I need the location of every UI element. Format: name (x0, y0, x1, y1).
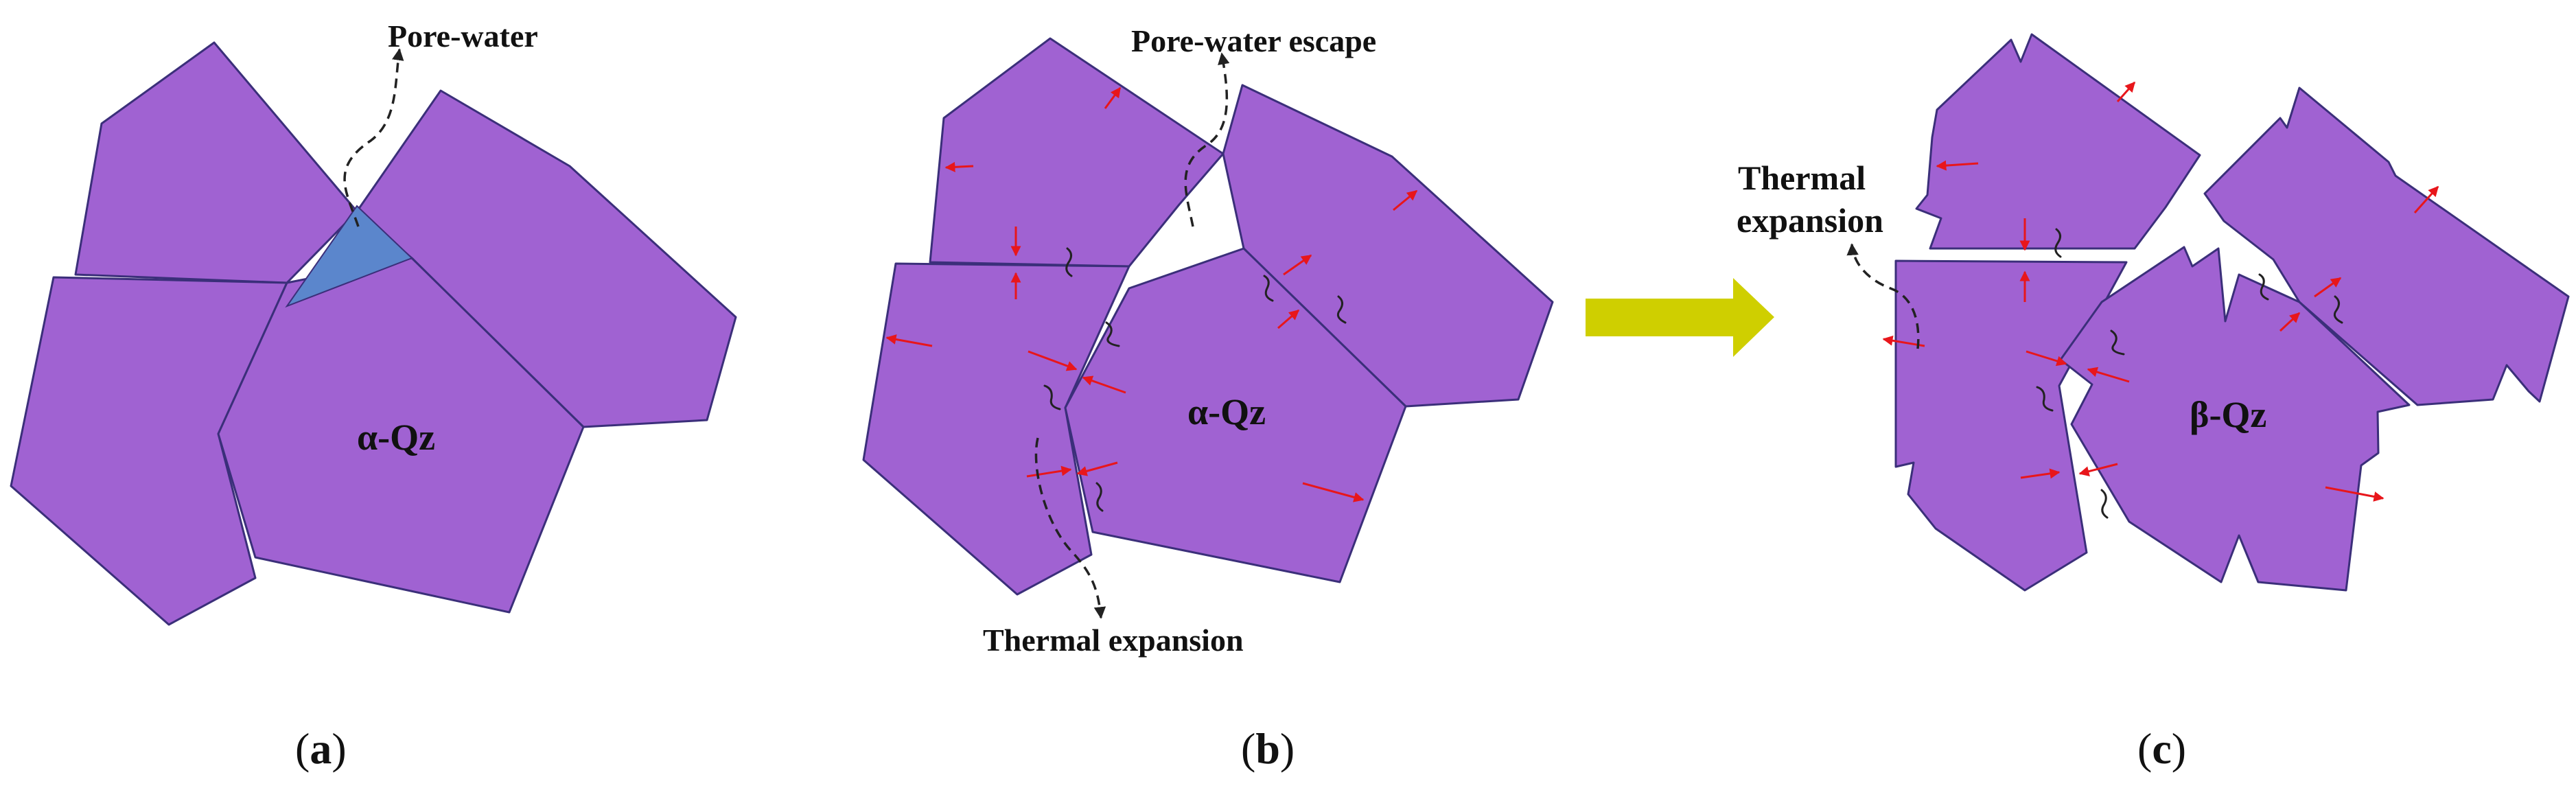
crack-squiggles-b (1043, 247, 1347, 512)
grain-b-top-left (929, 37, 1225, 268)
label-mineral-c: β-Qz (2190, 394, 2266, 435)
caption-c: (c) (2137, 724, 2186, 773)
pore-water-region (285, 205, 413, 308)
panel-b: Pore-water escape Thermal expansion α-Qz… (862, 23, 1554, 773)
label-pore-water-escape: Pore-water escape (1131, 23, 1376, 58)
label-mineral-a: α-Qz (357, 417, 435, 458)
label-pore-water: Pore-water (388, 19, 538, 54)
thermal-expansion-path-c (1846, 243, 1920, 349)
panel-a: Pore-water α-Qz (a) (10, 19, 737, 773)
grain-c-center (2059, 246, 2411, 592)
grain-a-top-left (74, 41, 358, 284)
label-thermal-expansion-b: Thermal expansion (983, 623, 1244, 658)
caption-b: (b) (1241, 724, 1295, 773)
grain-c-top-left (1915, 33, 2201, 250)
thermal-expansion-path-b (1034, 437, 1106, 619)
label-thermal-c-line1: Thermal (1738, 159, 1866, 197)
crack-squiggles-c (2036, 228, 2343, 519)
label-mineral-b: α-Qz (1187, 391, 1266, 432)
stress-arrows-c (1882, 81, 2439, 502)
yellow-transition-arrow-icon (1586, 278, 1774, 357)
pore-water-path (343, 48, 404, 227)
caption-a: (a) (295, 724, 347, 773)
grain-b-center (1064, 247, 1407, 583)
stress-arrows-b (885, 86, 1418, 502)
panel-c: Thermal expansion β-Qz (c) (1737, 33, 2570, 773)
grain-c-top-right (2203, 86, 2570, 406)
label-thermal-c-line2: expansion (1737, 201, 1883, 240)
